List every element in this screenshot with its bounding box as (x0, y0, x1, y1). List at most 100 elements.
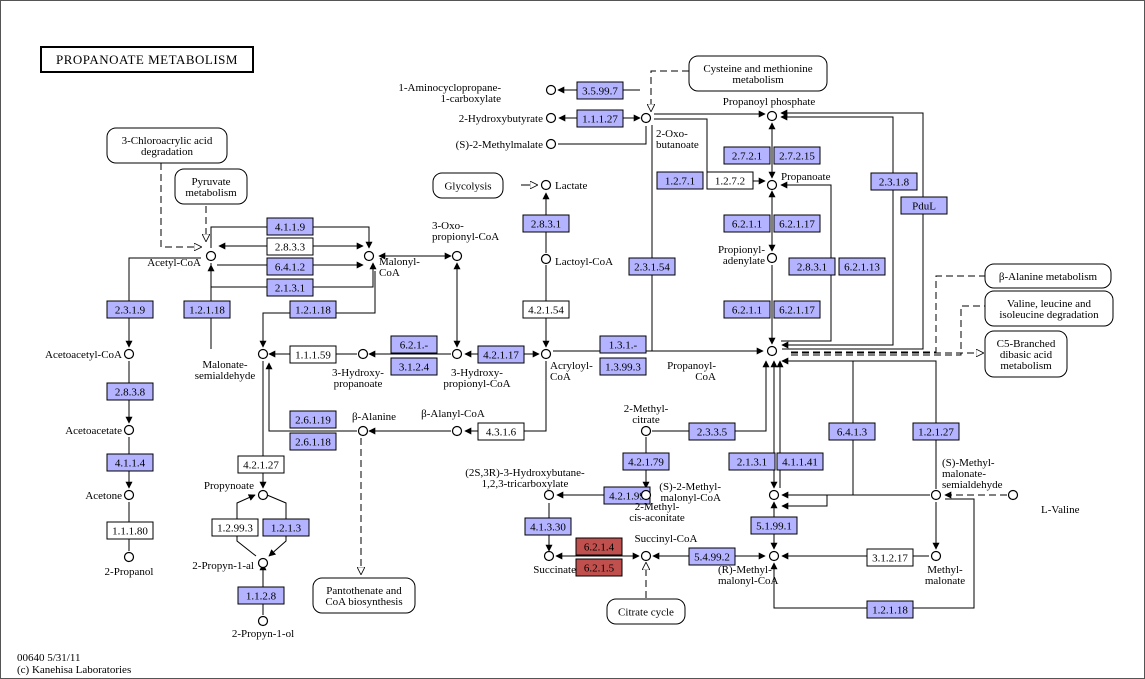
compound-c19[interactable]: 1-Aminocyclopropane-1-carboxylate (398, 82, 557, 105)
enzyme-box-e3[interactable]: 6.4.1.2 (266, 257, 314, 276)
enzyme-box-e6[interactable]: 1.2.1.18 (183, 300, 231, 319)
enzyme-box-e37[interactable]: 2.8.3.1 (788, 257, 836, 276)
compound-c29[interactable]: 2-Methyl-cis-aconitate (629, 489, 685, 525)
compound-c30[interactable]: Succinate (533, 550, 576, 577)
enzyme-box-e49[interactable]: 4.1.1.41 (776, 452, 824, 471)
pathway-map-links[interactable]: 3-Chloroacrylic aciddegradationPyruvatem… (106, 55, 1114, 625)
enzyme-box-e45[interactable]: 6.2.1.4 (575, 537, 623, 556)
enzyme-box-e30[interactable]: 2.3.1.54 (628, 257, 676, 276)
enzyme-box-e2[interactable]: 2.8.3.3 (266, 237, 314, 256)
compound-c22[interactable]: 2-Oxo-butanoate (640, 112, 699, 152)
compound-c36[interactable]: L-Valine (1007, 489, 1080, 517)
map-link-m5[interactable]: β-Alanine metabolism (984, 263, 1112, 289)
compound-c13[interactable]: β-Alanyl-CoA (421, 408, 485, 437)
compound-c35[interactable]: (S)-Methyl-malonate-semialdehyde (930, 457, 1003, 501)
enzyme-box-e11[interactable]: 1.1.1.59 (289, 345, 337, 364)
enzyme-box-e16[interactable]: 1.3.99.3 (599, 357, 647, 376)
compound-c27[interactable]: 2-Methyl-citrate (624, 403, 669, 437)
compound-c24[interactable]: Propanoate (766, 171, 831, 191)
enzyme-box-e29[interactable]: 1.2.7.2 (706, 171, 754, 190)
enzyme-box-e31[interactable]: 2.7.2.1 (723, 146, 771, 165)
enzyme-box-e35[interactable]: 6.2.1.1 (723, 214, 771, 233)
enzyme-box-e12[interactable]: 6.2.1.- (390, 335, 438, 354)
enzyme-box-e42[interactable]: 4.2.1.79 (622, 452, 670, 471)
compound-c5[interactable]: Acetoacetate (65, 424, 135, 437)
compound-c26[interactable]: Propanoyl-CoA (667, 345, 778, 384)
enzyme-box-e21[interactable]: 1.2.99.3 (211, 518, 259, 537)
enzyme-box-e41[interactable]: 2.3.3.5 (688, 422, 736, 441)
enzyme-box-e32[interactable]: 2.7.2.15 (773, 146, 821, 165)
enzyme-box-e40[interactable]: 6.2.1.17 (773, 300, 821, 319)
enzyme-box-e9[interactable]: 4.1.1.4 (106, 453, 154, 472)
compound-c9[interactable]: 3-Hydroxy-propanoate (332, 348, 384, 391)
enzyme-box-e18[interactable]: 2.6.1.18 (289, 432, 337, 451)
enzyme-box-e19[interactable]: 4.3.1.6 (477, 422, 525, 441)
enzyme-box-e15[interactable]: 1.3.1.- (599, 335, 647, 354)
compound-c34[interactable]: Methyl-malonate (925, 550, 965, 588)
enzyme-box-e46[interactable]: 6.2.1.5 (575, 558, 623, 577)
enzyme-box-e51[interactable]: 1.2.1.27 (912, 422, 960, 441)
compound-c25[interactable]: Propionyl-adenylate (718, 244, 778, 267)
enzyme-box-e13[interactable]: 3.1.2.4 (390, 357, 438, 376)
compound-c16[interactable]: 2-Propyn-1-ol (232, 615, 294, 641)
enzyme-box-e39[interactable]: 6.2.1.1 (723, 300, 771, 319)
enzyme-box-e50[interactable]: 6.4.1.3 (828, 422, 876, 441)
enzyme-box-e47[interactable]: 5.4.99.2 (688, 547, 736, 566)
enzyme-box-e4[interactable]: 2.1.3.1 (266, 278, 314, 297)
enzyme-box-e22[interactable]: 1.2.1.3 (262, 518, 310, 537)
compound-nodes[interactable]: Acetyl-CoA Malonyl-CoA 3-Oxo-propionyl-CoA… (45, 82, 1080, 640)
enzyme-box-e48[interactable]: 2.1.3.1 (728, 452, 776, 471)
enzyme-box-e20[interactable]: 4.2.1.27 (237, 455, 285, 474)
compound-c23[interactable]: Propanoyl phosphate (723, 96, 816, 122)
enzyme-box-e53[interactable]: 3.1.2.17 (866, 548, 914, 567)
enzyme-box-e14[interactable]: 4.2.1.17 (477, 345, 525, 364)
compound-c21[interactable]: (S)-2-Methylmalate (456, 138, 557, 151)
enzyme-box-e24[interactable]: 2.8.3.1 (522, 214, 570, 233)
enzyme-box-e44[interactable]: 4.1.3.30 (524, 517, 572, 536)
compound-c31[interactable]: Succinyl-CoA (635, 533, 698, 562)
enzyme-box-e7[interactable]: 1.2.1.18 (289, 300, 337, 319)
compound-c10[interactable]: 3-Hydroxy-propionyl-CoA (443, 348, 511, 391)
compound-c3[interactable]: 3-Oxo-propionyl-CoA (432, 220, 499, 262)
enzyme-box-e25[interactable]: 4.2.1.54 (522, 300, 570, 319)
enzyme-box-e1[interactable]: 4.1.1.9 (266, 217, 314, 236)
compound-c17[interactable]: Lactate (540, 179, 588, 192)
compound-c28[interactable]: (2S,3R)-3-Hydroxybutane-1,2,3-tricarboxy… (465, 467, 585, 501)
compound-c12[interactable]: β-Alanine (352, 411, 396, 437)
compound-c1[interactable]: Acetyl-CoA (147, 250, 217, 270)
enzyme-box-e28[interactable]: 1.2.7.1 (656, 171, 704, 190)
enzyme-box-e33[interactable]: 2.3.1.8 (870, 172, 918, 191)
compound-c32[interactable]: (S)-2-Methyl-malonyl-CoA (659, 481, 780, 504)
enzyme-box-e23[interactable]: 1.1.2.8 (237, 586, 285, 605)
compound-c14[interactable]: Propynoate (204, 480, 269, 501)
enzyme-box-e10[interactable]: 1.1.1.80 (106, 521, 154, 540)
enzyme-box-e52[interactable]: 5.1.99.1 (750, 516, 798, 535)
compound-c2[interactable]: Malonyl-CoA (363, 250, 421, 280)
enzyme-box-e26[interactable]: 3.5.99.7 (576, 81, 624, 100)
enzyme-box-e36[interactable]: 6.2.1.17 (773, 214, 821, 233)
compound-c6[interactable]: Acetone (85, 489, 135, 502)
compound-c20[interactable]: 2-Hydroxybutyrate (459, 112, 557, 125)
map-link-m9[interactable]: Citrate cycle (606, 598, 686, 625)
enzyme-box-e5[interactable]: 2.3.1.9 (106, 300, 154, 319)
enzyme-box-e17[interactable]: 2.6.1.19 (289, 410, 337, 429)
compound-c18[interactable]: Lactoyl-CoA (540, 253, 614, 269)
compound-c4[interactable]: Acetoacetyl-CoA (45, 348, 135, 361)
compound-c15[interactable]: 2-Propyn-1-al (192, 557, 269, 573)
enzyme-box-e8[interactable]: 2.8.3.8 (106, 382, 154, 401)
compound-c8[interactable]: Malonate-semialdehyde (195, 348, 269, 383)
enzyme-box-e54[interactable]: 1.2.1.18 (866, 600, 914, 619)
enzyme-box-e34[interactable]: PduL (900, 196, 948, 215)
enzyme-boxes[interactable]: 4.1.1.92.8.3.36.4.1.2 2.1.3.1 2.3.1.9 1.2.1… (106, 81, 960, 619)
enzyme-box-e27[interactable]: 1.1.1.27 (576, 109, 624, 128)
compound-c7[interactable]: 2-Propanol (105, 551, 154, 579)
compound-c11[interactable]: Acryloyl-CoA (540, 348, 594, 384)
compound-c33[interactable]: (R)-Methyl-malonyl-CoA (718, 550, 780, 588)
map-link-m4[interactable]: Glycolysis (432, 172, 504, 199)
